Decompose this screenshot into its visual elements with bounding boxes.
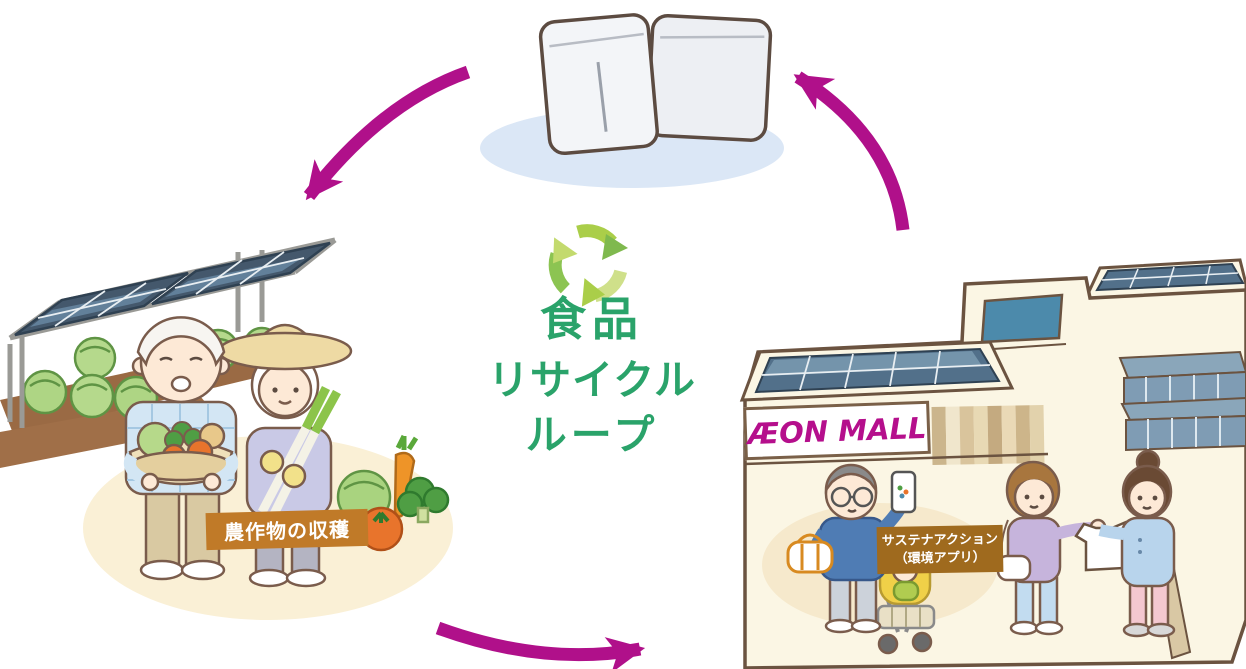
arrow-bins-to-farm (303, 65, 471, 201)
mall-windows-right (1118, 350, 1246, 452)
center-label-line3: ループ (525, 411, 659, 460)
loop-arrows (303, 65, 910, 669)
aeon-mall-logo-text: ÆON MALL (747, 410, 927, 451)
solar-canopy (7, 237, 337, 428)
recycle-icon (548, 224, 628, 307)
compost-bins-illustration (480, 13, 784, 188)
mall-roof-left (739, 340, 1015, 402)
app-caption-banner: サステナアクション （環境アプリ） (876, 524, 1004, 575)
center-label: 食品 リサイクル ループ (455, 292, 729, 460)
vegetable-basket (123, 421, 239, 492)
broccoli (396, 476, 450, 524)
tower-window (980, 293, 1064, 344)
facade-stripes (931, 405, 1045, 466)
compost-bin-right (646, 13, 773, 142)
app-caption-line1: サステナアクション (881, 531, 999, 549)
shopping-bag (786, 533, 834, 574)
center-label-line2: リサイクル (488, 355, 696, 404)
shopper-woman-right (1098, 449, 1176, 638)
farm-scene (0, 237, 453, 620)
center-label-line1: 食品 (540, 292, 644, 346)
farm-caption: 農作物の収穫 (223, 517, 351, 545)
farmer-woman (217, 323, 353, 588)
mall-scene (739, 258, 1246, 669)
smartphone (890, 470, 917, 514)
farmer-man (123, 316, 239, 581)
aeon-mall-sign: ÆON MALL (743, 400, 931, 461)
compost-bin-left (538, 13, 659, 156)
app-caption-line2: （環境アプリ） (894, 549, 986, 567)
arrow-mall-to-bins (793, 71, 910, 231)
farm-caption-banner: 農作物の収穫 (205, 508, 369, 551)
arrow-farm-to-mall (435, 621, 646, 669)
